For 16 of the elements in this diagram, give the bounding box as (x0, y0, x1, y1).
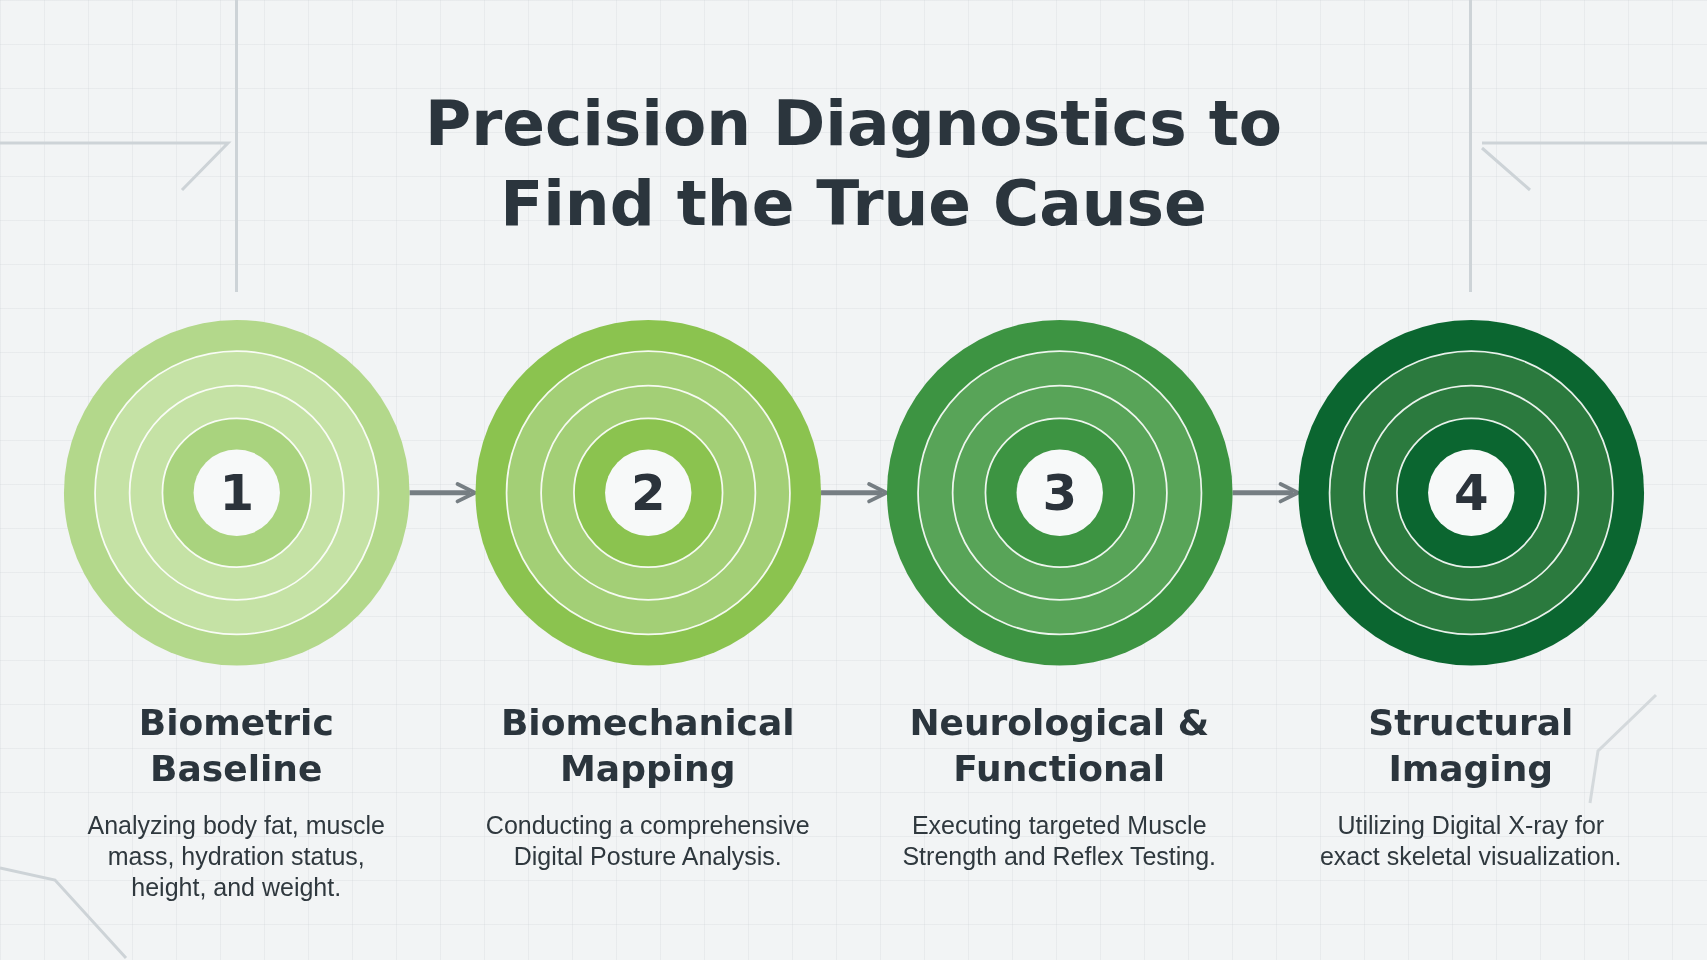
step-heading: Biomechanical Mapping (499, 700, 796, 791)
step-heading: Neurological & Functional (908, 700, 1211, 791)
title: Precision Diagnostics to Find the True Cause (423, 86, 1284, 242)
arrow (820, 482, 888, 504)
node-circle: 3 (886, 320, 1233, 666)
node-circle: 2 (474, 320, 821, 666)
step-description: Utilizing Digital X-ray for exact skeletal visualization. (1318, 809, 1623, 872)
step-description: Analyzing body fat, muscle mass, hydration status, height, and weight. (86, 809, 386, 903)
step-heading: Biometric Baseline (137, 700, 335, 791)
node-circle: 4 (1297, 320, 1644, 666)
arrow (1232, 482, 1300, 504)
step-heading: Structural Imaging (1367, 700, 1575, 791)
step-description: Executing targeted Muscle Strength and Reflex Testing. (901, 809, 1218, 872)
step-description: Conducting a comprehensive Digital Posture Analysis. (484, 809, 811, 872)
node-circle: 1 (63, 320, 410, 666)
arrow (409, 482, 477, 504)
